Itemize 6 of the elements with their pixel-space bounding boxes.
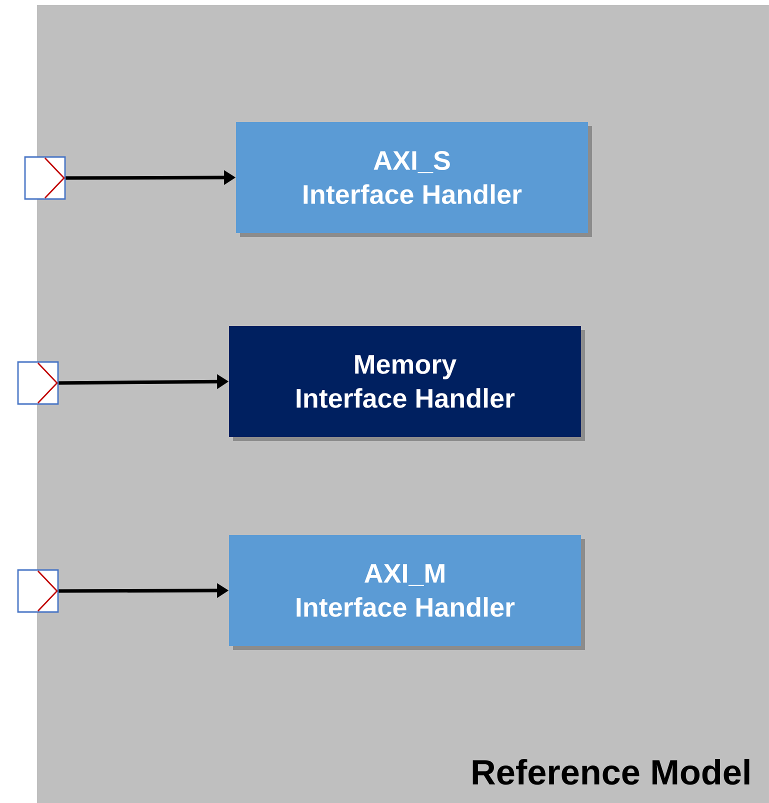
handler-box: Memory Interface Handler: [229, 326, 585, 441]
handler-box: AXI_M Interface Handler: [229, 535, 585, 650]
port-icon: [17, 361, 59, 405]
handler-box: AXI_S Interface Handler: [236, 122, 592, 237]
port-icon: [17, 569, 59, 613]
port-icon: [24, 156, 66, 200]
